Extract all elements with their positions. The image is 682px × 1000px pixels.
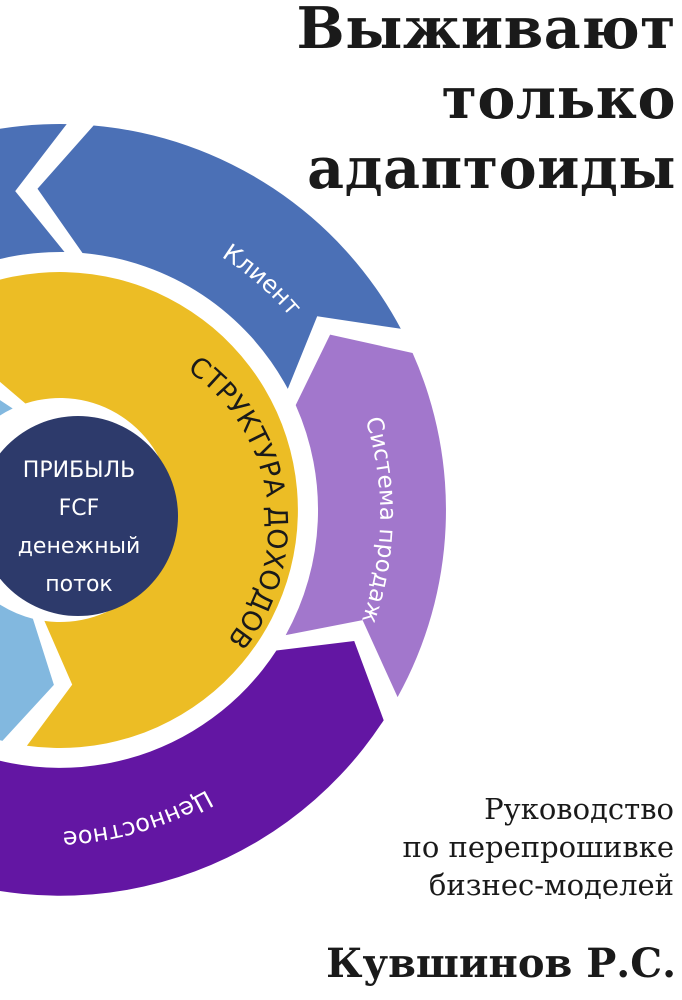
core-line-flow: поток xyxy=(45,572,113,597)
core-circle xyxy=(0,416,178,616)
core-line-fcf: FCF xyxy=(58,496,100,521)
segment-revenue-structure xyxy=(0,272,298,748)
title-line-1: Выживают xyxy=(296,0,676,62)
subtitle-line-2: по перепрошивке xyxy=(402,830,674,864)
core-label: ПРИБЫЛЬ FCF денежный поток xyxy=(0,452,158,604)
segment-value xyxy=(0,641,384,896)
book-author: Кувшинов Р.С. xyxy=(326,940,676,987)
book-subtitle: Руководство по перепрошивке бизнес-модел… xyxy=(403,790,674,904)
subtitle-line-1: Руководство xyxy=(484,792,674,826)
segment-client xyxy=(37,125,401,389)
inner-ring xyxy=(0,272,298,748)
book-title: Выживают только адаптоиды xyxy=(297,0,676,204)
outer-ring xyxy=(0,124,446,896)
segment-light-blue xyxy=(0,400,54,741)
title-line-2: только xyxy=(441,65,676,132)
core-line-profit: ПРИБЫЛЬ xyxy=(22,458,136,483)
segment-sales-system xyxy=(285,334,446,698)
segment-top-left xyxy=(0,124,67,260)
subtitle-line-3: бизнес-моделей xyxy=(428,868,674,902)
title-line-3: адаптоиды xyxy=(307,135,676,202)
core-line-cash: денежный xyxy=(17,534,141,559)
